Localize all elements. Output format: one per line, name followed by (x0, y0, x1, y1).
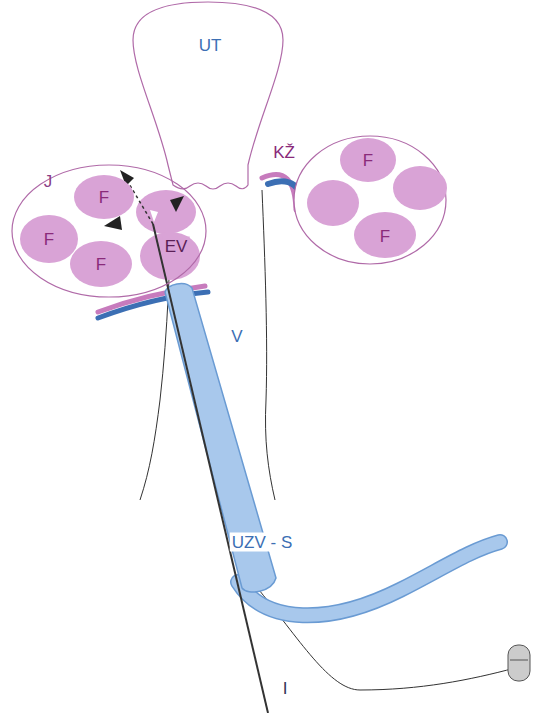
part-label: KŽ (271, 143, 297, 162)
organ-label: J (44, 173, 53, 190)
organ-label: F (363, 152, 373, 169)
organ-label: F (44, 231, 54, 248)
follicle (393, 166, 447, 210)
part-label: I (281, 679, 290, 698)
follicle-outline (354, 212, 416, 258)
needle (153, 224, 268, 713)
follicle (140, 232, 200, 280)
pump-detail (510, 660, 528, 661)
probe-handle (238, 542, 500, 615)
follicle: F (74, 175, 134, 219)
ovary: J F F F (12, 165, 206, 297)
uterus: UT (128, 0, 288, 195)
ovary-outline (294, 136, 446, 264)
follicle-outline (70, 241, 132, 287)
follicle (307, 180, 359, 226)
organ-label: F (380, 228, 390, 245)
needle-tip (150, 210, 158, 222)
follicle: F (70, 241, 132, 287)
ovary-outline (12, 165, 206, 297)
uterus-shape (128, 0, 288, 195)
uterus-outline (133, 2, 283, 189)
arrowhead (170, 196, 184, 212)
follicle-outline (74, 175, 134, 219)
organ-label: F (96, 256, 106, 273)
follicle: F (354, 212, 416, 258)
follicle: F (20, 215, 78, 263)
organ-label: F (99, 189, 109, 206)
follicle-outline (20, 215, 78, 263)
follicle-outline (340, 138, 396, 182)
vaginal-wall (262, 190, 275, 500)
part-label: V (229, 327, 244, 346)
part-label: UZV - S (230, 533, 294, 552)
aspiration-pump (508, 645, 530, 681)
probe-handle (238, 542, 500, 615)
follicle: F (340, 138, 396, 182)
organ-label: UT (199, 37, 222, 54)
part-label: EV (163, 237, 190, 256)
